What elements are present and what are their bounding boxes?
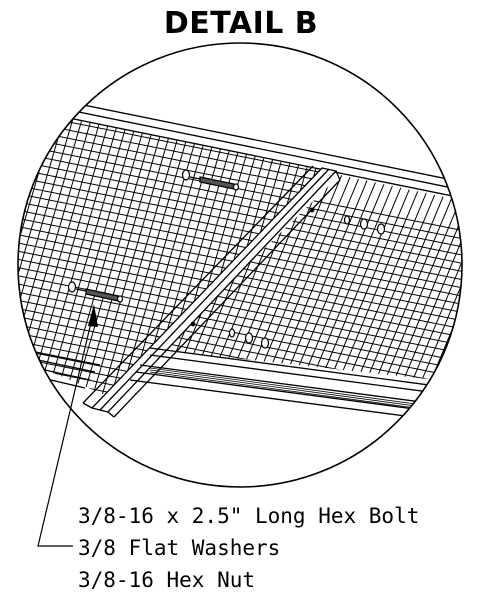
grating-bar <box>18 349 325 395</box>
grating-bar <box>293 175 395 385</box>
grating-bar <box>348 175 450 385</box>
grating-bar <box>238 175 340 385</box>
bolt-upper-left <box>181 169 240 191</box>
grating-bar <box>330 175 432 385</box>
grating-bar <box>18 105 85 395</box>
grating-bar <box>75 105 177 395</box>
grating-bar <box>160 239 462 313</box>
grating-bar <box>275 175 377 385</box>
grating-bar <box>140 396 482 468</box>
grating-bar <box>422 175 462 385</box>
grating-bar <box>18 105 21 395</box>
grating-bar <box>247 175 349 385</box>
grating-bar <box>394 175 462 385</box>
grating-bar <box>160 175 257 385</box>
grating-bar <box>66 105 168 395</box>
grating-bar <box>57 105 159 395</box>
grating-bar <box>160 370 462 385</box>
grating-bar <box>140 404 482 476</box>
callout-hex-nut: 3/8-16 Hex Nut <box>78 568 256 592</box>
leader-arrowhead <box>88 304 98 327</box>
detail-circle <box>17 42 463 488</box>
grating-bar <box>140 387 482 459</box>
grating-bar <box>385 175 462 385</box>
grating-bar <box>18 105 58 395</box>
grating-bar <box>112 105 214 395</box>
grating-bar <box>18 105 49 395</box>
grating-bar <box>311 175 413 385</box>
grating-bar <box>160 337 462 385</box>
grating-bar <box>192 175 294 385</box>
left-grating-panel <box>18 105 325 395</box>
nut-washers-upper-right <box>309 207 386 235</box>
grating-bar <box>339 175 441 385</box>
grating-bar <box>18 105 95 395</box>
grating-bar <box>18 341 325 395</box>
grating-bar <box>103 105 205 395</box>
grating-bar <box>357 175 459 385</box>
center-support-beam <box>82 165 341 418</box>
grating-bar <box>265 175 367 385</box>
grating-bar <box>29 105 131 395</box>
nut-washers-lower-right <box>190 321 270 349</box>
callout-flat-washers: 3/8 Flat Washers <box>78 536 281 560</box>
bolt-lower-left <box>67 281 124 303</box>
detail-title: DETAIL B <box>163 6 319 41</box>
callout-leader <box>37 309 95 547</box>
grating-bar <box>160 354 462 385</box>
grating-bar <box>18 105 67 395</box>
grating-bar <box>177 105 279 395</box>
grating-bar <box>321 175 423 385</box>
grating-bar <box>302 175 404 385</box>
grating-bar <box>48 105 150 395</box>
grating-bar <box>403 175 462 385</box>
lower-frame-rail <box>18 344 462 427</box>
grating-bar <box>18 105 113 395</box>
grating-bar <box>413 175 462 385</box>
grating-bar <box>160 222 462 296</box>
grating-bar <box>449 175 462 385</box>
callout-hex-bolt: 3/8-16 x 2.5" Long Hex Bolt <box>78 504 420 528</box>
grating-bar <box>284 175 386 385</box>
grating-bar <box>256 175 358 385</box>
grating-bar <box>459 175 462 385</box>
grating-bar <box>367 175 462 385</box>
grating-bar <box>160 329 462 385</box>
grating-bar <box>469 160 482 400</box>
grating-bar <box>149 105 251 395</box>
grating-bar <box>160 345 462 385</box>
